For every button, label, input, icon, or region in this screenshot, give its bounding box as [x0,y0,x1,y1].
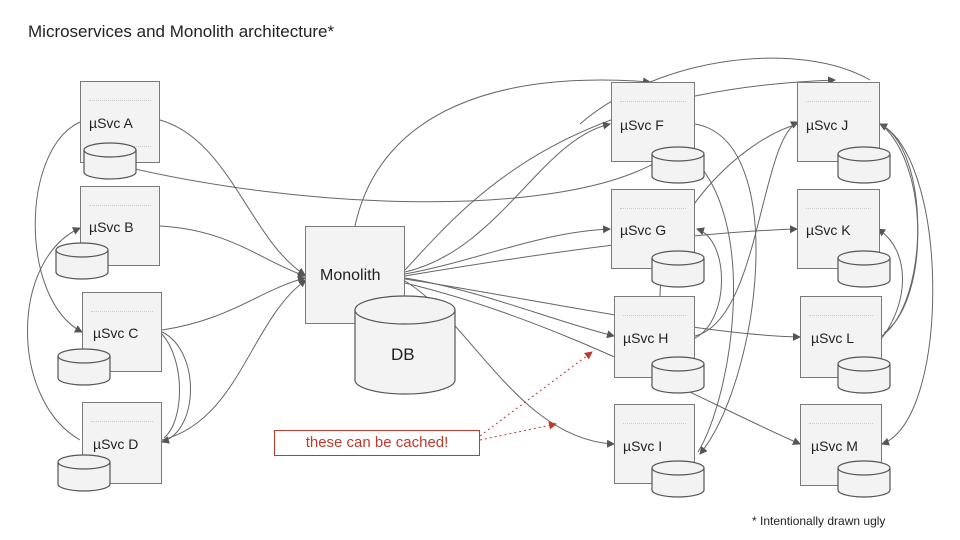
service-label-h: µSvc H [623,330,669,346]
edge-monolith-h [404,277,615,339]
service-label-j: µSvc J [806,117,849,133]
service-box-d: µSvc D [82,402,162,484]
edge-d-b [27,227,81,441]
edge-monolith-i [404,280,615,448]
edge-f-i2 [694,159,735,453]
service-label-l: µSvc L [811,330,855,346]
footnote: * Intentionally drawn ugly [752,514,886,528]
service-box-k: µSvc K [797,189,880,269]
edge-c-d [161,331,191,444]
edge-a-monolith [159,119,306,276]
edge-h-g [694,227,722,339]
callout-arrow-i [479,421,557,441]
service-label-c: µSvc C [93,325,139,341]
service-label-g: µSvc G [620,222,667,238]
edge-monolith-f [354,77,651,227]
edge-monolith-f2 [404,121,611,273]
edge-j-m [879,123,934,446]
edge-f-i [694,123,757,455]
edge-l-k [877,228,903,339]
edge-monolith-g [404,225,611,275]
service-box-f: µSvc F [611,82,695,162]
service-label-i: µSvc I [623,438,663,454]
edge-monolith-l [404,278,801,341]
edge-h-j [694,121,799,337]
edge-j-l [877,121,919,334]
edge-d-monolith [161,279,307,441]
edge-a-c [34,121,83,333]
service-label-f: µSvc F [620,117,664,133]
service-label-b: µSvc B [89,219,134,235]
service-box-c: µSvc C [82,292,162,372]
service-box-i: µSvc I [614,404,695,484]
monolith-box: Monolith [305,226,405,324]
service-label-m: µSvc M [811,438,858,454]
diagram-title: Microservices and Monolith architecture* [28,22,335,41]
service-box-l: µSvc L [800,296,882,378]
service-box-h: µSvc H [614,296,695,378]
edge-monolith-k [404,225,798,277]
service-box-b: µSvc B [80,186,160,266]
service-label-d: µSvc D [93,436,139,452]
edge-monolith-j [404,76,836,271]
edge-c-d2 [161,333,180,439]
service-box-m: µSvc M [800,404,882,486]
service-box-a: µSvc A [80,81,160,163]
service-label-a: µSvc A [89,115,133,131]
edge-c-monolith [161,275,306,331]
monolith-db-label: DB [391,345,415,364]
service-box-j: µSvc J [797,82,880,162]
service-label-k: µSvc K [806,222,851,238]
edge-b-monolith [159,225,306,278]
edge-f-a [113,159,661,203]
monolith-label: Monolith [320,267,381,284]
cache-callout: these can be cached! [274,430,480,456]
service-box-g: µSvc G [611,189,695,269]
callout-arrow-h [479,351,593,437]
